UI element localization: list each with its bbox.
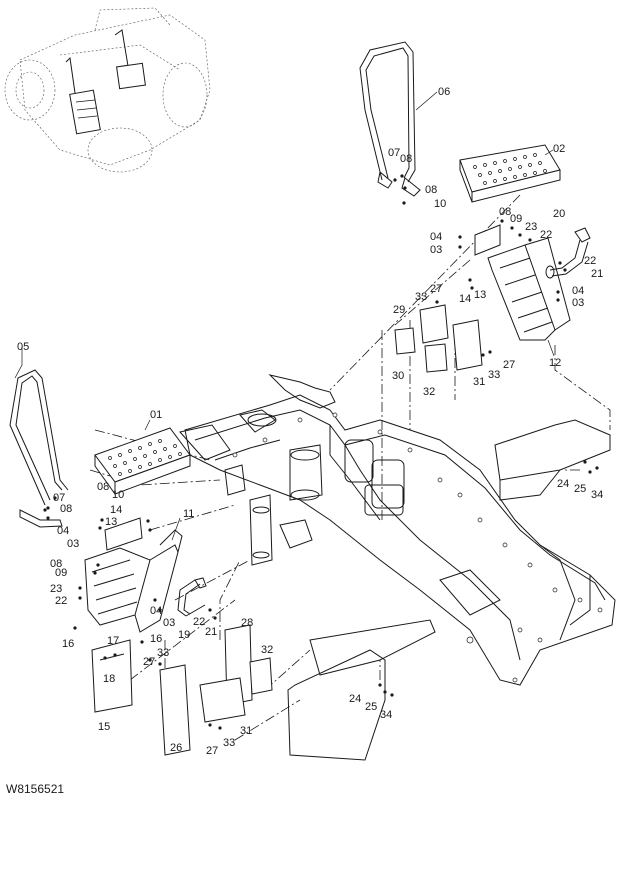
callout-27-left: 27 <box>143 656 155 668</box>
callout-08-left-c: 08 <box>50 558 62 570</box>
callout-25-left: 25 <box>365 701 377 713</box>
callout-07-left: 07 <box>53 492 65 504</box>
callout-22-right: 22 <box>540 229 552 241</box>
main-frame <box>179 374 616 761</box>
callout-04-right-b: 04 <box>572 285 584 297</box>
callout-14-right: 14 <box>459 293 471 305</box>
callout-34-left: 34 <box>380 709 392 721</box>
callout-30: 30 <box>392 370 404 382</box>
callout-08-right-b: 08 <box>425 184 437 196</box>
callout-02: 02 <box>553 143 565 155</box>
tractor-thumbnail <box>4 7 211 173</box>
callout-24-right: 24 <box>557 478 569 490</box>
callout-33-right-b: 33 <box>488 369 500 381</box>
callout-16-left: 16 <box>62 638 74 650</box>
step-01-holes <box>108 439 182 476</box>
callout-11: 11 <box>183 508 194 520</box>
callout-24-left: 24 <box>349 693 361 705</box>
callout-03-left: 03 <box>67 538 79 550</box>
callout-29: 29 <box>393 304 405 316</box>
callout-18: 18 <box>103 673 115 685</box>
callout-15: 15 <box>98 721 110 733</box>
callout-20: 20 <box>553 208 565 220</box>
callout-33-left-b: 33 <box>223 737 235 749</box>
callout-08-left-b: 08 <box>97 481 109 493</box>
callout-08-right-c: 08 <box>499 206 511 218</box>
callout-21-right: 21 <box>591 268 603 280</box>
callout-03-right-b: 03 <box>572 297 584 309</box>
callout-23-right: 23 <box>525 221 537 233</box>
callout-01: 01 <box>150 409 162 421</box>
callout-31-left: 31 <box>240 725 252 737</box>
callout-04-left-b: 04 <box>150 605 162 617</box>
callout-22-right-b: 22 <box>584 255 596 267</box>
left-step-assembly <box>9 369 394 756</box>
callout-04-right: 04 <box>430 231 442 243</box>
right-step-assembly <box>359 41 599 474</box>
callout-32-right: 32 <box>423 386 435 398</box>
callout-03-left-b: 03 <box>163 617 175 629</box>
callout-16-left-b: 16 <box>150 633 162 645</box>
callout-31-right: 31 <box>473 376 485 388</box>
callout-28: 28 <box>241 617 253 629</box>
callout-27-right: 27 <box>430 283 442 295</box>
callout-05: 05 <box>17 341 29 353</box>
callout-06: 06 <box>438 86 450 98</box>
callout-26: 26 <box>170 742 182 754</box>
callout-22-left-b: 22 <box>193 616 205 628</box>
callout-07-right: 07 <box>388 147 400 159</box>
callout-32-left: 32 <box>261 644 273 656</box>
callout-13-left: 13 <box>105 516 117 528</box>
callout-04-left: 04 <box>57 525 69 537</box>
callout-09-right: 09 <box>510 213 522 225</box>
callout-08-right: 08 <box>400 153 412 165</box>
figure-id: W8156521 <box>6 782 64 796</box>
callout-19: 19 <box>178 629 190 641</box>
callout-labels: 02 06 07 08 08 10 08 09 23 22 04 03 20 2… <box>17 86 603 757</box>
callout-27-right-b: 27 <box>503 359 515 371</box>
callout-27-left-b: 27 <box>206 745 218 757</box>
callout-22-left: 22 <box>55 595 67 607</box>
callout-08-left: 08 <box>60 503 72 515</box>
callout-10-right: 10 <box>434 198 446 210</box>
callout-17: 17 <box>107 635 119 647</box>
callout-14-left: 14 <box>110 504 122 516</box>
step-02-holes <box>473 153 547 185</box>
callout-33-left: 33 <box>157 647 169 659</box>
callout-10-left: 10 <box>112 489 124 501</box>
callout-13-right: 13 <box>474 289 486 301</box>
callout-12: 12 <box>549 357 561 369</box>
callout-23-left: 23 <box>50 583 62 595</box>
callout-leaders <box>14 91 555 541</box>
callout-21-left: 21 <box>205 626 217 638</box>
callout-03-right: 03 <box>430 244 442 256</box>
callout-09-left: 09 <box>55 567 67 579</box>
callout-25-right: 25 <box>574 483 586 495</box>
callout-34-right: 34 <box>591 489 603 501</box>
callout-33-right: 33 <box>415 291 427 303</box>
